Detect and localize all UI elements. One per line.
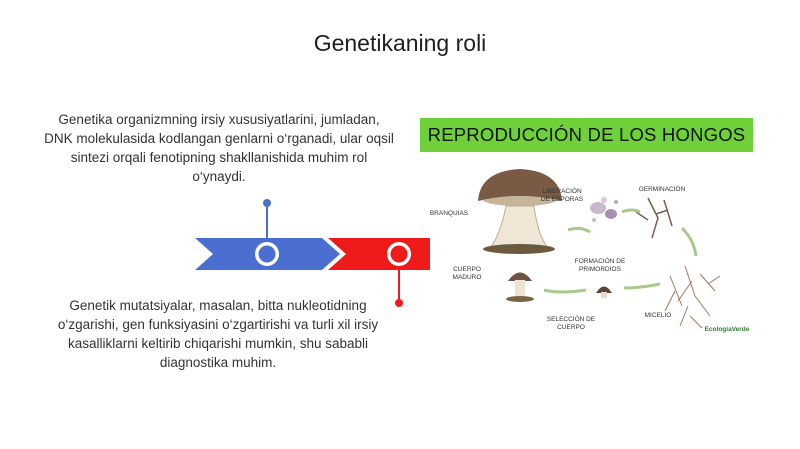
- label-germinacion: GERMINACIÓN: [638, 186, 686, 193]
- timeline-graphic: [195, 199, 430, 307]
- label-formacion: FORMACIÓN DE PRIMORDIOS: [574, 258, 626, 273]
- timeline-dot-bottom: [395, 299, 403, 307]
- cycle-arrows: [543, 208, 698, 294]
- paragraph-mutations: Genetik mutatsiyalar, masalan, bitta nuk…: [57, 298, 379, 370]
- ecologia-verde-logo: EcologíaVerde: [704, 326, 750, 333]
- label-micelio: MICELIO: [644, 312, 672, 319]
- infographic-banner: REPRODUCCIÓN DE LOS HONGOS: [420, 118, 753, 152]
- label-cuerpo-maduro: CUERPO MADURO: [452, 266, 482, 281]
- mycelium-icon: [664, 265, 721, 329]
- mature-mushroom-icon: [478, 169, 562, 254]
- young-mushroom-icon: [506, 272, 534, 302]
- germination-icon: [635, 197, 673, 239]
- primordia-icon: [596, 286, 612, 298]
- fungi-reproduction-infographic: REPRODUCCIÓN DE LOS HONGOS: [420, 118, 780, 343]
- paragraph-genetics: Genetika organizmning irsiy xususiyatlar…: [44, 112, 394, 184]
- label-branquias: BRANQUIAS: [429, 210, 469, 217]
- label-seleccion: SELECCIÓN DE CUERPO: [546, 316, 596, 331]
- timeline-dot-top: [263, 199, 271, 207]
- slide-title: Genetikaning roli: [313, 30, 487, 56]
- spores-icon: [590, 197, 618, 222]
- label-liberacion: LIBERACIÓN DE ESPORAS: [540, 188, 584, 203]
- fungi-cycle-illustration: [478, 169, 721, 329]
